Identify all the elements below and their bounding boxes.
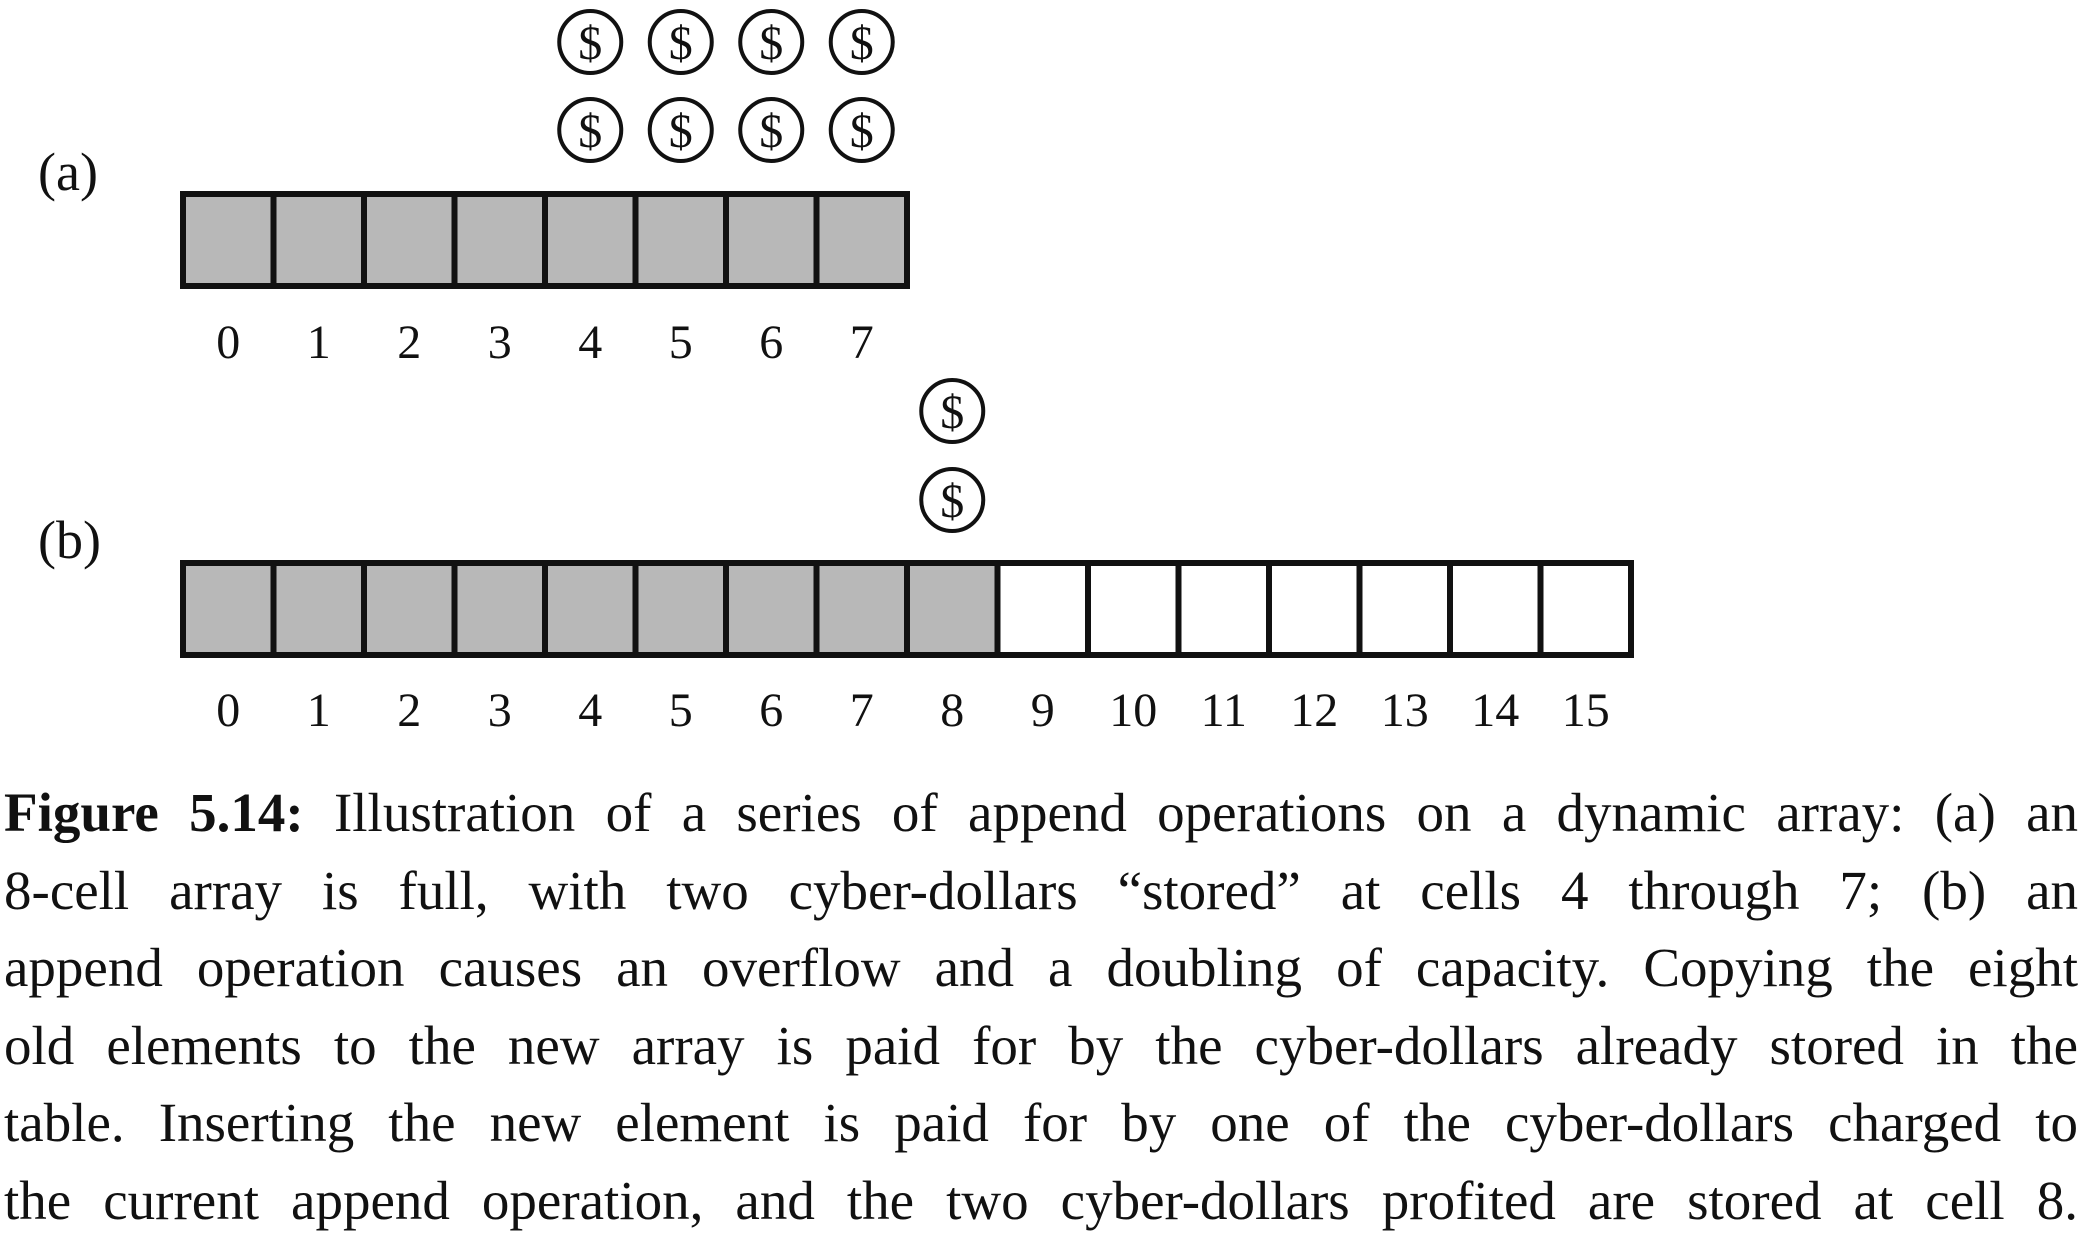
index-label-4: 4	[578, 684, 602, 737]
index-label-7: 7	[850, 316, 874, 369]
index-label-2: 2	[397, 684, 421, 737]
index-label-0: 0	[216, 684, 240, 737]
svg-text:$: $	[578, 105, 602, 158]
panel-b-coin-stacks: $$	[921, 380, 983, 531]
cyber-dollar-coin: $	[831, 11, 893, 73]
index-label-0: 0	[216, 316, 240, 369]
cyber-dollar-coin: $	[740, 11, 802, 73]
panel-a-label: (a)	[38, 142, 98, 202]
figure-caption: Figure 5.14: Illustration of a series of…	[4, 774, 2078, 1239]
panel-a: (a) $ $ $ $ $ $ $ $ 0 1 2 3 4 5 6 7	[38, 11, 907, 369]
array-cell-0	[183, 194, 274, 286]
array-cell-7	[817, 194, 908, 286]
array-cell-11	[1179, 563, 1270, 655]
cyber-dollar-coin: $	[921, 380, 983, 442]
index-label-2: 2	[397, 316, 421, 369]
svg-text:$: $	[578, 17, 602, 70]
array-cell-7	[817, 563, 908, 655]
array-cell-12	[1269, 563, 1360, 655]
cyber-dollar-coin: $	[559, 11, 621, 73]
index-label-5: 5	[669, 316, 693, 369]
array-cell-4	[545, 194, 636, 286]
index-label-10: 10	[1109, 684, 1157, 737]
array-cell-6	[726, 194, 817, 286]
svg-text:$: $	[669, 105, 693, 158]
array-cell-1	[274, 194, 365, 286]
panel-a-array	[183, 194, 907, 286]
index-label-13: 13	[1381, 684, 1429, 737]
array-cell-0	[183, 563, 274, 655]
index-label-14: 14	[1471, 684, 1519, 737]
index-label-3: 3	[488, 684, 512, 737]
index-label-3: 3	[488, 316, 512, 369]
panel-a-index-labels: 0 1 2 3 4 5 6 7	[216, 316, 874, 369]
index-label-1: 1	[307, 316, 331, 369]
index-label-4: 4	[578, 316, 602, 369]
array-cell-10	[1088, 563, 1179, 655]
index-label-12: 12	[1290, 684, 1338, 737]
svg-text:$: $	[669, 17, 693, 70]
svg-text:$: $	[940, 475, 964, 528]
array-cell-4	[545, 563, 636, 655]
caption-line-1-text: Illustration of a series of append opera…	[334, 782, 2078, 843]
cyber-dollar-coin: $	[650, 11, 712, 73]
array-cell-6	[726, 563, 817, 655]
array-cell-1	[274, 563, 365, 655]
array-cell-14	[1450, 563, 1541, 655]
index-label-6: 6	[759, 316, 783, 369]
array-cell-3	[455, 194, 546, 286]
array-cell-2	[364, 563, 455, 655]
svg-text:$: $	[940, 386, 964, 439]
index-label-11: 11	[1201, 684, 1247, 737]
index-label-5: 5	[669, 684, 693, 737]
array-cell-3	[455, 563, 546, 655]
cyber-dollar-coin: $	[559, 99, 621, 161]
index-label-7: 7	[850, 684, 874, 737]
caption-line-6: the current append operation, and the tw…	[4, 1162, 2078, 1239]
array-cell-2	[364, 194, 455, 286]
panel-a-coin-stacks: $ $ $ $ $ $ $ $	[559, 11, 893, 161]
index-label-15: 15	[1562, 684, 1610, 737]
caption-figure-label: Figure 5.14:	[4, 782, 304, 843]
caption-line-5: table. Inserting the new element is paid…	[4, 1084, 2078, 1162]
cyber-dollar-coin: $	[831, 99, 893, 161]
svg-text:$: $	[850, 105, 874, 158]
caption-line-2: 8-cell array is full, with two cyber-dol…	[4, 852, 2078, 930]
cyber-dollar-coin: $	[650, 99, 712, 161]
array-cell-5	[636, 194, 727, 286]
svg-text:$: $	[759, 105, 783, 158]
array-cell-9	[998, 563, 1089, 655]
panel-b-label: (b)	[38, 510, 101, 570]
array-cell-15	[1541, 563, 1632, 655]
array-cell-8	[907, 563, 998, 655]
index-label-9: 9	[1031, 684, 1055, 737]
caption-line-3: append operation causes an overflow and …	[4, 929, 2078, 1007]
array-cell-13	[1360, 563, 1451, 655]
svg-text:$: $	[759, 17, 783, 70]
caption-line-4: old elements to the new array is paid fo…	[4, 1007, 2078, 1085]
cyber-dollar-coin: $	[921, 469, 983, 531]
cyber-dollar-coin: $	[740, 99, 802, 161]
index-label-6: 6	[759, 684, 783, 737]
panel-b-array	[183, 563, 1631, 655]
svg-text:$: $	[850, 17, 874, 70]
caption-line-1: Figure 5.14: Illustration of a series of…	[4, 774, 2078, 852]
array-cell-5	[636, 563, 727, 655]
index-label-8: 8	[940, 684, 964, 737]
index-label-1: 1	[307, 684, 331, 737]
